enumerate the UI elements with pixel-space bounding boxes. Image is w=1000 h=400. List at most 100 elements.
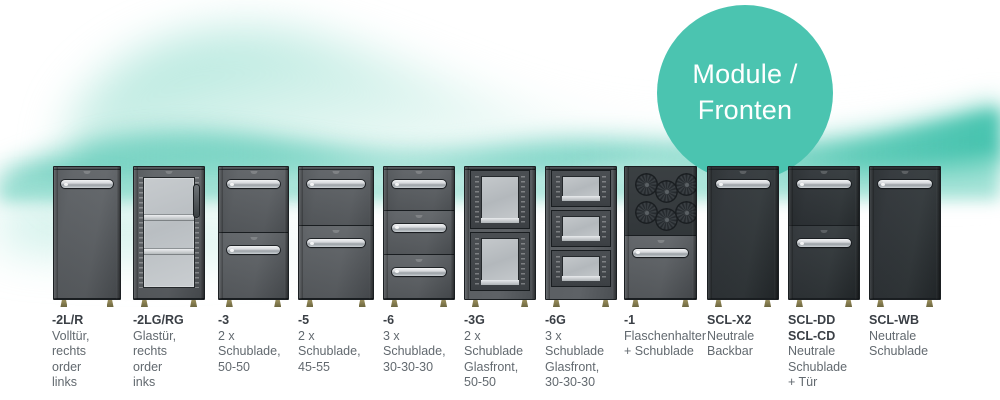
cabinet-right-edge bbox=[369, 167, 373, 299]
cabinet-module-10 bbox=[788, 166, 860, 307]
door-side-handle bbox=[194, 185, 199, 217]
cabinet-feet bbox=[298, 299, 374, 307]
cabinet-foot bbox=[225, 300, 233, 307]
cabinet-module-8 bbox=[624, 166, 697, 307]
cabinet-feet bbox=[133, 299, 205, 307]
cabinet-foot bbox=[764, 300, 772, 307]
drawer-handle bbox=[632, 248, 689, 257]
module-description-label: 2 x Schublade, 50-50 bbox=[218, 328, 281, 374]
glass-drawer-ledge bbox=[481, 218, 519, 223]
drawer-front-panel bbox=[384, 254, 454, 299]
cabinet-right-edge bbox=[855, 167, 859, 299]
drawer-front-panel bbox=[219, 167, 288, 233]
cabinet-foot bbox=[552, 300, 560, 307]
perforated-rail bbox=[475, 238, 479, 285]
glass-drawer-ledge bbox=[562, 275, 600, 281]
badge-line-2: Fronten bbox=[697, 95, 793, 125]
drawer-front-panel bbox=[219, 233, 288, 299]
drawer-handle bbox=[226, 180, 281, 188]
cabinet-top-cap bbox=[219, 167, 288, 170]
panel-notch bbox=[165, 171, 173, 174]
bottle-holder-ring bbox=[675, 173, 696, 196]
drawer-front-panel bbox=[299, 167, 373, 227]
panel-notch bbox=[901, 171, 909, 174]
module-code-label: -2L/R bbox=[52, 313, 84, 327]
module-code-label: -1 bbox=[624, 313, 636, 327]
cabinet-foot bbox=[306, 300, 314, 307]
cabinet-right-edge bbox=[774, 167, 778, 299]
panel-notch bbox=[820, 171, 828, 174]
door-front-panel bbox=[54, 167, 120, 299]
panel-notch bbox=[250, 171, 257, 174]
drawer-front-panel bbox=[625, 235, 696, 299]
cabinet-body bbox=[133, 166, 205, 300]
cabinet-foot bbox=[60, 300, 68, 307]
perforated-rail bbox=[139, 177, 145, 288]
panel-notch bbox=[332, 230, 340, 234]
module-description-label: Neutrale Schublade bbox=[869, 328, 929, 359]
cabinet-body bbox=[869, 166, 941, 300]
drawer-handle bbox=[391, 223, 447, 232]
drawer-handle bbox=[307, 180, 365, 188]
module-description-label: Flaschenhalter + Schublade bbox=[624, 328, 706, 359]
cabinet-foot bbox=[274, 300, 282, 307]
drawer-handle bbox=[226, 246, 281, 254]
module-description-label: Volltür, rechts order links bbox=[52, 328, 90, 390]
cabinet-body bbox=[464, 166, 536, 300]
cabinet-foot bbox=[521, 300, 529, 307]
cabinet-foot bbox=[140, 300, 148, 307]
cabinet-module-1 bbox=[53, 166, 121, 307]
cabinet-module-4 bbox=[298, 166, 374, 307]
drawer-handle bbox=[391, 267, 447, 276]
drawer-front-panel bbox=[299, 226, 373, 299]
cabinet-foot bbox=[795, 300, 803, 307]
cabinet-right-edge bbox=[200, 167, 204, 299]
cabinet-feet bbox=[869, 299, 941, 307]
cabinet-right-edge bbox=[692, 167, 696, 299]
glass-drawer-front bbox=[551, 209, 611, 247]
cabinet-foot bbox=[190, 300, 198, 307]
drawer-handle bbox=[715, 180, 771, 188]
bottle-holder-ring bbox=[675, 201, 696, 224]
cabinet-foot bbox=[390, 300, 398, 307]
cabinet-foot bbox=[471, 300, 479, 307]
door-front-panel bbox=[708, 167, 778, 299]
cabinet-module-3 bbox=[218, 166, 289, 307]
glass-drawer-ledge bbox=[481, 280, 519, 285]
perforated-rail bbox=[521, 238, 525, 285]
cabinet-top-cap bbox=[384, 167, 454, 170]
module-description-label: Neutrale Schublade + Tür bbox=[788, 344, 848, 389]
cabinet-right-edge bbox=[612, 167, 616, 299]
cabinet-feet bbox=[545, 299, 617, 307]
cabinet-left-edge bbox=[546, 167, 550, 299]
drawer-front-panel bbox=[384, 210, 454, 255]
cabinet-module-5 bbox=[383, 166, 455, 307]
cabinet-top-cap bbox=[546, 167, 616, 170]
cabinet-body bbox=[53, 166, 121, 300]
glass-door-panel bbox=[134, 167, 204, 299]
drawer-front-panel bbox=[384, 167, 454, 211]
cabinet-foot bbox=[876, 300, 884, 307]
cabinet-left-edge bbox=[299, 167, 303, 299]
cabinet-foot bbox=[106, 300, 114, 307]
panel-notch bbox=[415, 258, 423, 262]
drawer-handle bbox=[61, 180, 113, 188]
module-fronten-badge: Module / Fronten bbox=[657, 5, 833, 181]
cabinet-foot bbox=[714, 300, 722, 307]
cabinet-body bbox=[707, 166, 779, 300]
cabinet-foot bbox=[926, 300, 934, 307]
door-front-panel bbox=[870, 167, 940, 299]
cabinet-right-edge bbox=[936, 167, 940, 299]
cabinet-foot bbox=[632, 300, 640, 307]
cabinet-module-6 bbox=[464, 166, 536, 307]
module-description-label: 3 x Schublade Glasfront, 30-30-30 bbox=[545, 328, 605, 390]
glass-shelf bbox=[144, 247, 194, 255]
cabinet-top-cap bbox=[870, 167, 940, 170]
cabinet-left-edge bbox=[465, 167, 469, 299]
